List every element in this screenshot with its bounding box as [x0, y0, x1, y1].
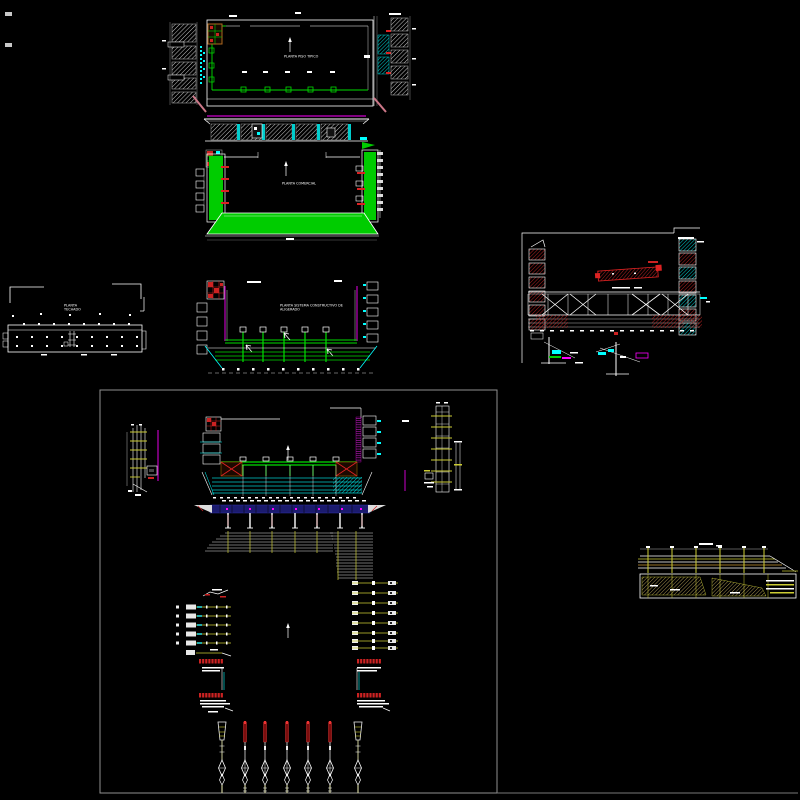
drawing-planta-techado [2, 283, 147, 356]
title-planta-aligerado: PLANTA SISTEMA CONSTRUCTIVO DE ALIGERADO [280, 303, 343, 312]
small-detail-glyph [202, 589, 229, 598]
leader-arrow-icon [245, 332, 334, 357]
frame-detail-center [200, 407, 409, 499]
north-arrow-icon [287, 36, 293, 53]
green-marker [362, 142, 375, 149]
north-arrow-icon [283, 160, 289, 177]
beam-detail-red [594, 264, 662, 282]
title-planta-piso-tipico: PLANTA PISO TIPICO [284, 54, 319, 59]
title-planta-techado: PLANTA TECHADO [64, 303, 81, 312]
layer-lines-right [330, 532, 373, 579]
support-detail-right [575, 332, 649, 376]
anchor-rows-right [351, 580, 399, 651]
drawing-planta-comercial [195, 149, 383, 241]
drawing-detail-sheet [99, 389, 798, 794]
drawing-elevacion-lateral [638, 543, 798, 599]
drawing-planta-piso-tipico [162, 12, 416, 113]
drawing-elevacion-estructural [521, 227, 710, 376]
anchor-bolt-details [217, 720, 363, 794]
column-detail-left [126, 424, 159, 496]
north-arrow-icon [285, 622, 291, 639]
layer-ticks [227, 531, 318, 553]
title-line: PLANTA [64, 303, 78, 308]
drawing-seccion-losa [203, 115, 375, 149]
title-line: PLANTA SISTEMA CONSTRUCTIVO DE [280, 303, 343, 308]
drawing-planta-aligerado [196, 280, 379, 374]
title-line: TECHADO [64, 307, 81, 312]
anchor-rows-left [175, 604, 232, 657]
rebar-bars-left [199, 659, 234, 713]
corner-marks [5, 12, 12, 47]
slab-band-detail [194, 500, 386, 529]
column-detail-right [424, 402, 462, 493]
title-line: ALIGERADO [280, 307, 300, 312]
rebar-bars-right [356, 659, 391, 712]
title-planta-comercial: PLANTA COMERCIAL [282, 181, 317, 186]
support-detail-left [541, 337, 578, 364]
layer-lines-left [205, 532, 333, 552]
